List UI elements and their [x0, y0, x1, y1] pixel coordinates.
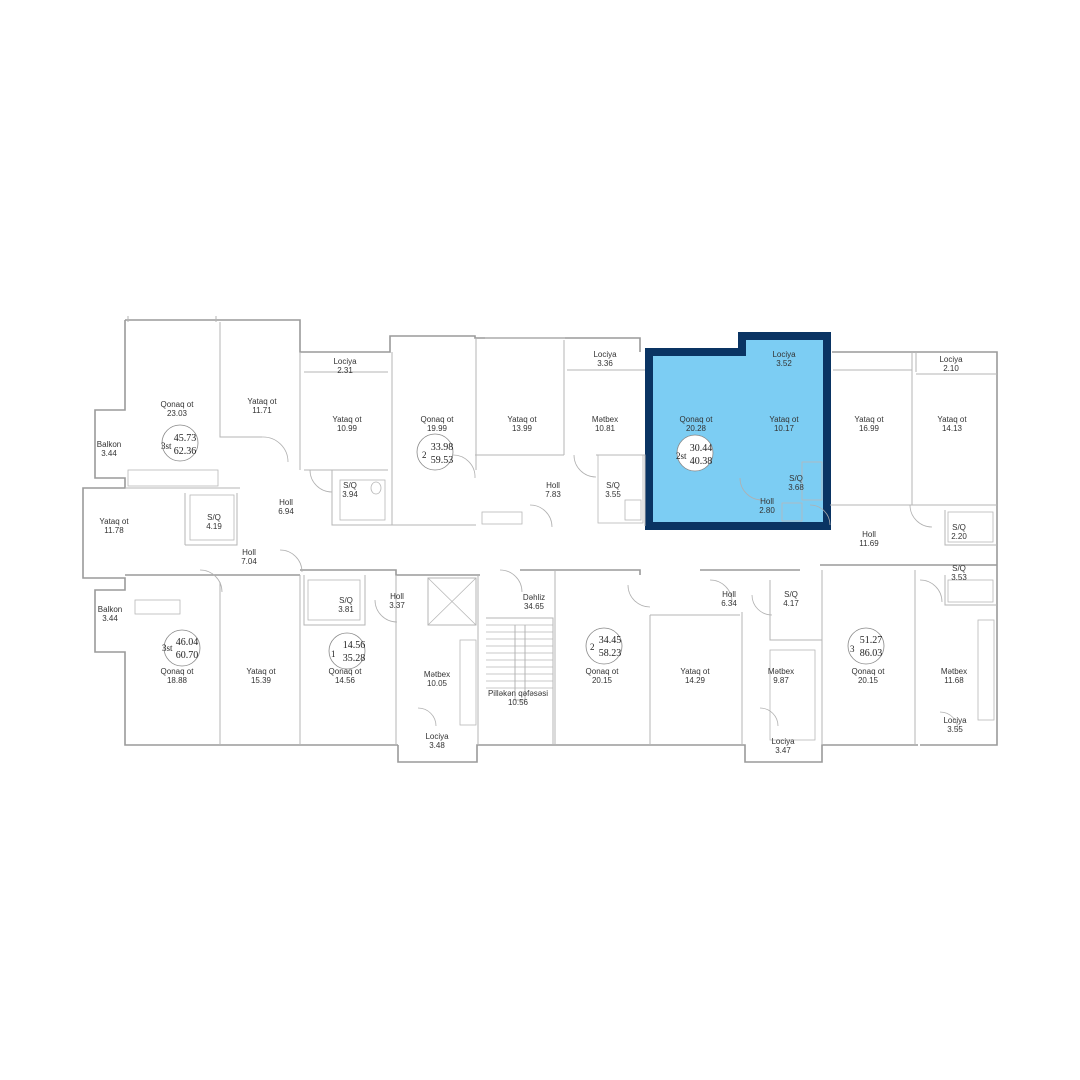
svg-text:3: 3 [850, 644, 855, 654]
svg-text:35.28: 35.28 [343, 653, 366, 664]
svg-text:2st: 2st [676, 451, 687, 461]
svg-text:30.44: 30.44 [690, 443, 713, 454]
apartment-badge[interactable]: 3st 45.73 62.36 [161, 424, 199, 462]
apartment-badge[interactable]: 2 34.45 58.23 [585, 627, 623, 665]
svg-text:14.56: 14.56 [343, 640, 366, 651]
apartment-badge[interactable]: 3 51.27 86.03 [847, 627, 885, 665]
svg-text:34.45: 34.45 [599, 635, 622, 646]
apartment-badges: 3st 45.73 62.36 2 33.98 59.53 2st 30.44 … [161, 424, 885, 670]
svg-text:58.23: 58.23 [599, 648, 622, 659]
svg-text:62.36: 62.36 [174, 446, 197, 457]
apartment-badge[interactable]: 2st 30.44 40.38 [676, 434, 714, 472]
svg-text:46.04: 46.04 [176, 637, 199, 648]
svg-text:3st: 3st [161, 441, 172, 451]
svg-text:33.98: 33.98 [431, 442, 454, 453]
apartment-badge[interactable]: 2 33.98 59.53 [416, 433, 454, 471]
svg-text:3st: 3st [162, 643, 173, 653]
svg-text:59.53: 59.53 [431, 455, 454, 466]
fixtures [127, 454, 995, 741]
svg-text:1: 1 [331, 649, 336, 659]
apartment-badge[interactable]: 1 14.56 35.28 [328, 632, 366, 670]
svg-text:60.70: 60.70 [176, 650, 199, 661]
svg-text:2: 2 [422, 450, 427, 460]
svg-text:51.27: 51.27 [860, 635, 883, 646]
walls [82, 316, 998, 763]
doors [199, 436, 959, 731]
apartment-badge[interactable]: 3st 46.04 60.70 [162, 629, 201, 667]
svg-text:45.73: 45.73 [174, 433, 197, 444]
highlighted-apartment[interactable] [645, 332, 831, 530]
svg-text:40.38: 40.38 [690, 456, 713, 467]
svg-text:86.03: 86.03 [860, 648, 883, 659]
svg-text:2: 2 [590, 642, 595, 652]
